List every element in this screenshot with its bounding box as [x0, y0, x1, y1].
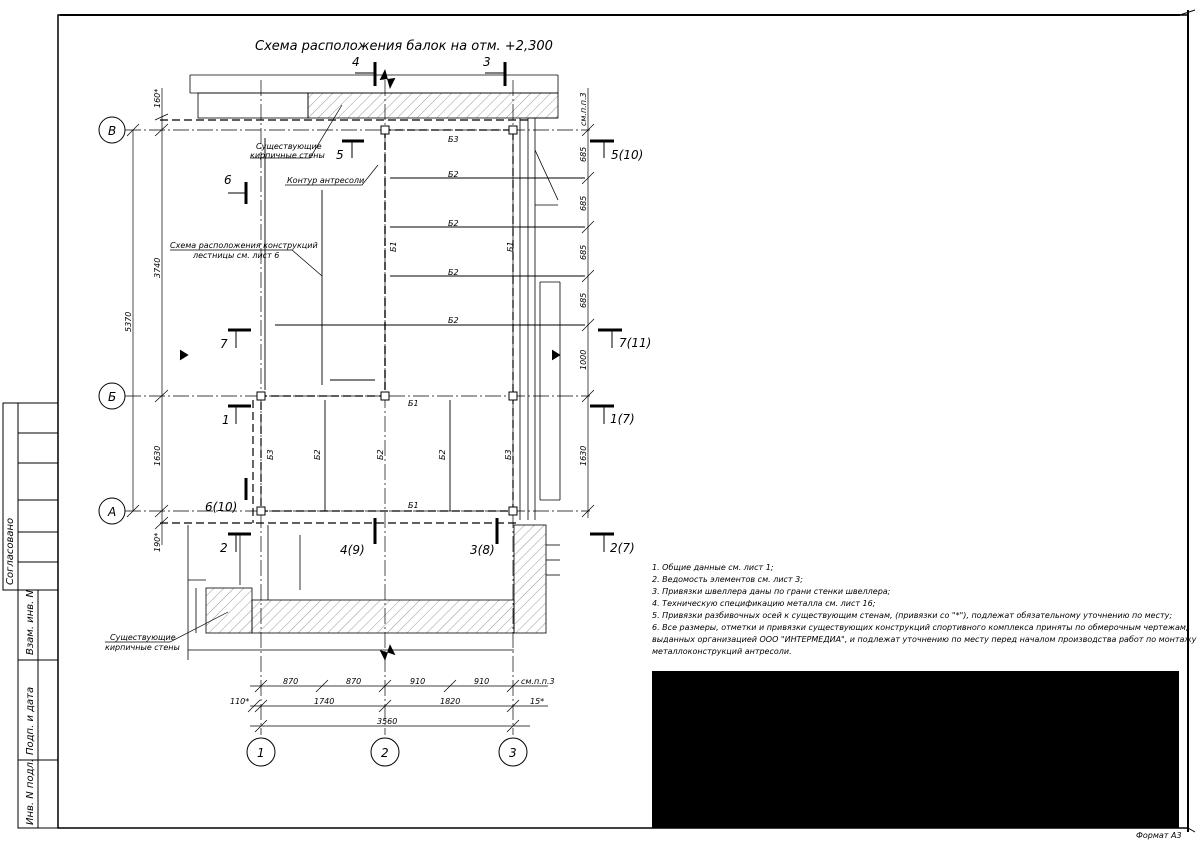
beam-b3-vert-1: Б3 [266, 449, 275, 460]
mezzanine-label: Контур антресоли [287, 176, 364, 185]
stair-label-2: лестницы см. лист 6 [192, 251, 279, 260]
beam-b2-row1: Б2 [448, 170, 459, 179]
section-3-top: 3 [483, 55, 491, 69]
podp-label: Подп. и дата [25, 687, 36, 755]
axis-label-a: А [107, 505, 116, 519]
beam-b1-axis-b: Б1 [408, 399, 419, 408]
axis-label-1: 1 [257, 746, 265, 760]
dim-1740: 1740 [314, 697, 334, 706]
note-1: 1. Общие данные см. лист 1; [652, 563, 774, 572]
section-1-7: 1(7) [610, 412, 635, 426]
beam-b3-top: Б3 [448, 135, 459, 144]
note-6: 6. Все размеры, отметки и привязки сущес… [652, 623, 1189, 632]
section-6-10: 6(10) [205, 500, 237, 514]
stair-label-1: Схема расположения конструкций [170, 241, 318, 250]
dim-1820: 1820 [440, 697, 460, 706]
section-3-8: 3(8) [470, 543, 495, 557]
section-2-7: 2(7) [610, 541, 635, 555]
leaders [105, 104, 379, 643]
section-1: 1 [222, 413, 230, 427]
beam-b1-axis-a: Б1 [408, 501, 419, 510]
existing-walls [197, 92, 559, 634]
section-6: 6 [224, 173, 232, 187]
dim-685-a: 685 [579, 147, 588, 162]
drawing-title: Схема расположения балок на отм. +2,300 [255, 39, 553, 54]
dim-870-a: 870 [283, 677, 298, 686]
building-outline [187, 74, 561, 660]
dims-right [551, 88, 595, 518]
column-nodes [256, 125, 518, 516]
dims-left [126, 88, 189, 545]
dim-160: 160* [153, 89, 162, 108]
beam-b2-vert-b: Б2 [376, 449, 385, 460]
dim-1000: 1000 [579, 350, 588, 370]
beam-b2-row3: Б2 [448, 268, 459, 277]
inv-label: Инв. N подл. [25, 759, 36, 825]
beam-b1-vert-3: Б1 [506, 241, 515, 252]
dim-1630-left: 1630 [153, 446, 162, 466]
dim-3740: 3740 [153, 258, 162, 278]
dim-110: 110* [230, 697, 249, 706]
vzam-label: Взам. инв. N [25, 590, 36, 655]
axis-label-b: Б [108, 390, 116, 404]
walls-label-top-1: Существующие [256, 142, 322, 151]
dim-685-c: 685 [579, 245, 588, 260]
note-6-cont-2: металлоконструкций антресоли. [652, 647, 792, 656]
beam-b2-vert-c: Б2 [438, 449, 447, 460]
section-7-11: 7(11) [619, 336, 651, 350]
walls-label-top-2: кирпичные стены [250, 151, 325, 160]
beams [264, 138, 585, 511]
title-block [652, 671, 1179, 828]
note-6-cont-1: выданных организацией ООО "ИНТЕРМЕДИА", … [652, 635, 1197, 644]
section-4-9: 4(9) [340, 543, 365, 557]
axis-label-2: 2 [381, 746, 389, 760]
side-stamp [2, 402, 59, 829]
section-2: 2 [220, 541, 228, 555]
dim-5370: 5370 [124, 312, 133, 332]
sheet-format: Формат А3 [1136, 831, 1182, 840]
dim-685-d: 685 [579, 293, 588, 308]
note-4: 4. Техническую спецификацию металла см. … [652, 599, 876, 608]
section-5: 5 [336, 148, 344, 162]
beam-b2-vert-a: Б2 [313, 449, 322, 460]
dim-870-b: 870 [346, 677, 361, 686]
dim-190: 190* [153, 533, 162, 552]
dim-910-a: 910 [410, 677, 425, 686]
walls-label-bot-2: кирпичные стены [105, 643, 180, 652]
section-marks [228, 62, 622, 552]
agreed-label: Согласовано [5, 518, 16, 585]
note-3: 3. Привязки швеллера даны по грани стенк… [652, 587, 891, 596]
section-7: 7 [220, 337, 228, 351]
axis-bubbles [98, 116, 528, 767]
axis-label-v: В [108, 124, 116, 138]
axis-label-3: 3 [509, 746, 517, 760]
dim-3560: 3560 [377, 717, 397, 726]
note-5: 5. Привязки разбивочных осей к существую… [652, 611, 1173, 620]
beam-b2-row4: Б2 [448, 316, 459, 325]
dim-15: 15* [530, 697, 544, 706]
dim-685-b: 685 [579, 196, 588, 211]
section-4-top: 4 [352, 55, 360, 69]
section-5-10: 5(10) [611, 148, 643, 162]
walls-label-bot-1: Существующие [110, 633, 176, 642]
dims-bottom [247, 69, 548, 733]
dim-910-b: 910 [474, 677, 489, 686]
beam-b3-vert-3: Б3 [504, 449, 513, 460]
dim-smpp-right: см.п.п.3 [579, 92, 588, 126]
beam-b1-vert-2: Б1 [389, 241, 398, 252]
dim-smpp-bottom: см.п.п.3 [521, 677, 555, 686]
beam-b2-row2: Б2 [448, 219, 459, 228]
dim-1630-right: 1630 [579, 446, 588, 466]
note-2: 2. Ведомость элементов см. лист 3; [652, 575, 803, 584]
